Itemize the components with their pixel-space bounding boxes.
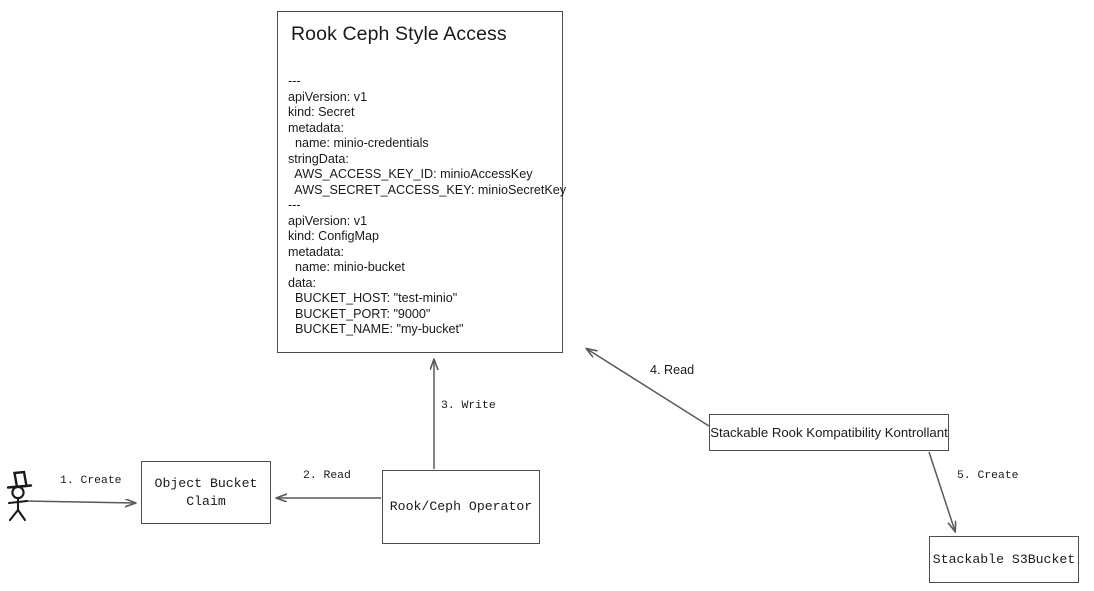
edge-label-1-create: 1. Create [60, 475, 122, 487]
edge-label-2-read: 2. Read [303, 470, 351, 482]
edge-1-create [23, 501, 135, 503]
spec-card-yaml: --- apiVersion: v1 kind: Secret metadata… [288, 74, 567, 336]
node-stackable-rook-kompatibility-kontrollant[interactable]: Stackable Rook Kompatibility Kontrollant [709, 414, 949, 451]
edge-label-3-write: 3. Write [441, 400, 496, 412]
user-actor-icon [6, 470, 33, 522]
edge-label-5-create: 5. Create [957, 470, 1019, 482]
node-object-bucket-claim[interactable]: Object Bucket Claim [141, 461, 271, 524]
node-stackable-s3bucket[interactable]: Stackable S3Bucket [929, 536, 1079, 583]
edge-label-4-read: 4. Read [650, 363, 695, 377]
spec-card-rook-ceph-style-access: Rook Ceph Style Access --- apiVersion: v… [277, 11, 567, 353]
edge-4-read [587, 349, 710, 427]
spec-card-title: Rook Ceph Style Access [291, 23, 507, 45]
edge-5-create [928, 451, 955, 531]
node-rook-ceph-operator[interactable]: Rook/Ceph Operator [382, 470, 540, 544]
